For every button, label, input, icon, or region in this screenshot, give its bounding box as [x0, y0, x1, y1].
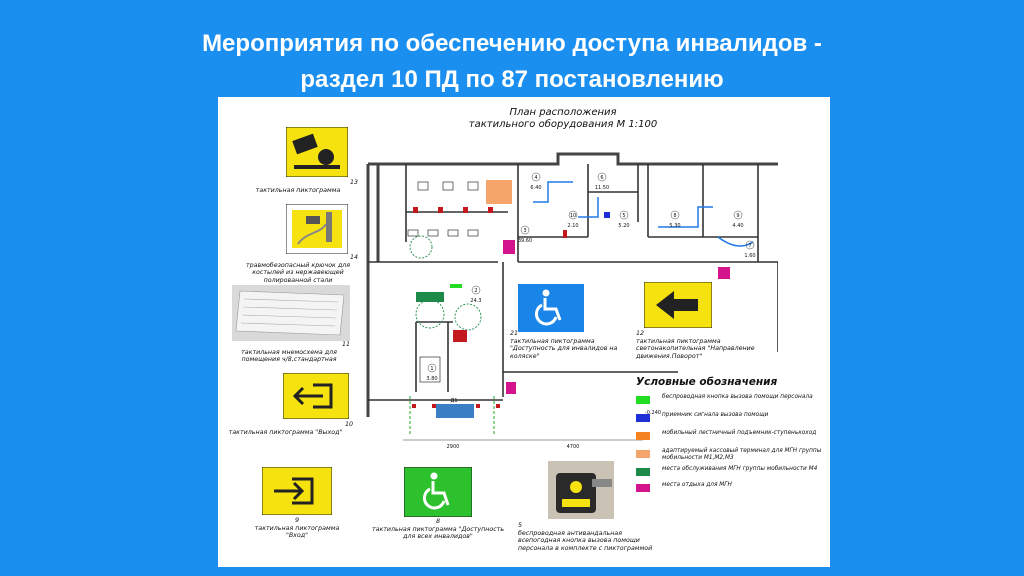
legend-text: места отдыха для МГН — [662, 482, 732, 488]
room-4-area: 6.40 — [530, 185, 541, 191]
wheelchair-blue-icon — [518, 284, 584, 332]
plan-title: План расположения тактильного оборудован… — [448, 107, 678, 131]
label-13-text: тактильная пиктограмма — [255, 186, 341, 194]
plan-title-line-2: тактильного оборудования М 1:100 — [468, 119, 658, 130]
slide-title-line-2: раздел 10 ПД по 87 постановлению — [300, 66, 724, 93]
tactile-mnemonic-scheme-icon — [232, 285, 350, 341]
door-mark: Д1 — [450, 398, 457, 404]
dimension-4700: 4700 — [567, 444, 580, 450]
legend-text: приемник сигнала вызова помощи — [662, 412, 769, 418]
label-11: 11 тактильная мнемосхема для помещения ч… — [228, 341, 350, 364]
label-8-num: 8 — [435, 518, 440, 525]
label-21: 21 тактильная пиктограмма "Доступность д… — [510, 330, 640, 360]
legend-swatch — [636, 450, 650, 458]
legend-item: беспроводная кнопка вызова помощи персон… — [636, 394, 826, 412]
room-2-area: 24.3 — [470, 298, 481, 304]
label-5: 5 беспроводная антивандальная всепогодна… — [518, 522, 658, 552]
dimension-2900: 2900 — [447, 444, 460, 450]
room-9-num: 9 — [736, 213, 739, 219]
legend-text: мобильный лестничный подъемник-ступенько… — [662, 430, 817, 436]
legend-title: Условные обозначения — [636, 376, 778, 388]
label-12-num: 12 — [636, 330, 645, 337]
label-11-text: тактильная мнемосхема для помещения ч/8,… — [241, 348, 337, 364]
legend-item: места отдыха для МГН — [636, 482, 826, 500]
room-1-num: 1 — [430, 366, 433, 372]
label-8-text: тактильная пиктограмма "Доступность для … — [371, 525, 505, 541]
label-10-num: 10 — [344, 421, 353, 428]
label-11-num: 11 — [341, 341, 350, 348]
slide-title-line-1: Мероприятия по обеспечению доступа инвал… — [202, 30, 822, 57]
exit-pictogram-icon — [283, 373, 349, 419]
label-14-num: 14 — [349, 254, 358, 261]
room-2-num: 2 — [474, 288, 477, 294]
legend-item: мобильный лестничный подъемник-ступенько… — [636, 430, 826, 448]
label-13-num: 13 — [349, 179, 358, 186]
label-13: 13 тактильная пиктограмма — [238, 179, 358, 194]
legend-swatch — [636, 432, 650, 440]
legend-swatch — [636, 468, 650, 476]
legend-swatch — [636, 396, 650, 404]
room-7-num: 7 — [748, 243, 751, 249]
room-6-num: 6 — [600, 175, 603, 181]
legend-swatch — [636, 414, 650, 422]
accessibility-green-icon — [404, 467, 472, 517]
room-7-area: 1.60 — [744, 253, 755, 259]
label-8: 8 тактильная пиктограмма "Доступность дл… — [368, 518, 508, 541]
plan-title-line-1: План расположения — [509, 107, 617, 118]
label-9-text: тактильная пиктограмма "Вход" — [254, 524, 340, 540]
label-21-text: тактильная пиктограмма "Доступность для … — [510, 337, 618, 360]
tactile-equipment-sheet: План расположения тактильного оборудован… — [218, 97, 830, 567]
room-1-area: 3.80 — [426, 376, 437, 382]
room-5-area: 5.20 — [618, 223, 629, 229]
room-6-area: 11.50 — [595, 185, 609, 191]
room-10-area: 2.10 — [567, 223, 578, 229]
label-5-text: беспроводная антивандальная всепогодная … — [518, 529, 653, 552]
level-mark: -0.240 — [645, 410, 661, 416]
label-10: 10 тактильная пиктограмма "Выход" — [218, 421, 353, 436]
label-10-text: тактильная пиктограмма "Выход" — [228, 428, 343, 436]
room-10-num: 10 — [570, 213, 576, 219]
room-3-num: 3 — [523, 228, 526, 234]
room-8-num: 8 — [673, 213, 676, 219]
crutch-hook-icon — [286, 204, 348, 254]
entrance-pictogram-icon — [262, 467, 332, 515]
room-8-area: 5.30 — [669, 223, 680, 229]
label-14: 14 травмобезопасный крючок для костылей … — [238, 254, 358, 284]
label-9: 9 тактильная пиктограмма "Вход" — [252, 517, 342, 540]
legend-text: места обслуживания МГН группы мобильност… — [662, 466, 818, 472]
legend-text: беспроводная кнопка вызова помощи персон… — [662, 394, 813, 400]
room-5-num: 5 — [622, 213, 625, 219]
room-3-area: 39.60 — [518, 238, 532, 244]
label-21-num: 21 — [510, 330, 519, 337]
room-4-num: 4 — [534, 175, 537, 181]
pictogram-13-hand-icon — [286, 127, 348, 177]
legend-text: адаптируемый кассовый терминал для МГН г… — [662, 448, 822, 461]
call-button-icon — [548, 461, 614, 519]
label-9-num: 9 — [294, 517, 299, 524]
label-12-text: тактильная пиктограмма светонакопительна… — [636, 337, 755, 360]
label-14-text: травмобезопасный крючок для костылей из … — [245, 261, 351, 284]
legend-swatch — [636, 484, 650, 492]
direction-arrow-icon — [644, 282, 712, 328]
label-5-num: 5 — [518, 522, 523, 529]
floor-plan: 4 6.40 6 11.50 10 2.10 5 5.20 8 5.30 9 4… — [366, 152, 778, 450]
legend-item: адаптируемый кассовый терминал для МГН г… — [636, 448, 826, 466]
room-9-area: 4.40 — [732, 223, 743, 229]
legend-item: приемник сигнала вызова помощи — [636, 412, 826, 430]
label-12: 12 тактильная пиктограмма светонакопител… — [636, 330, 786, 360]
legend-item: места обслуживания МГН группы мобильност… — [636, 466, 826, 484]
